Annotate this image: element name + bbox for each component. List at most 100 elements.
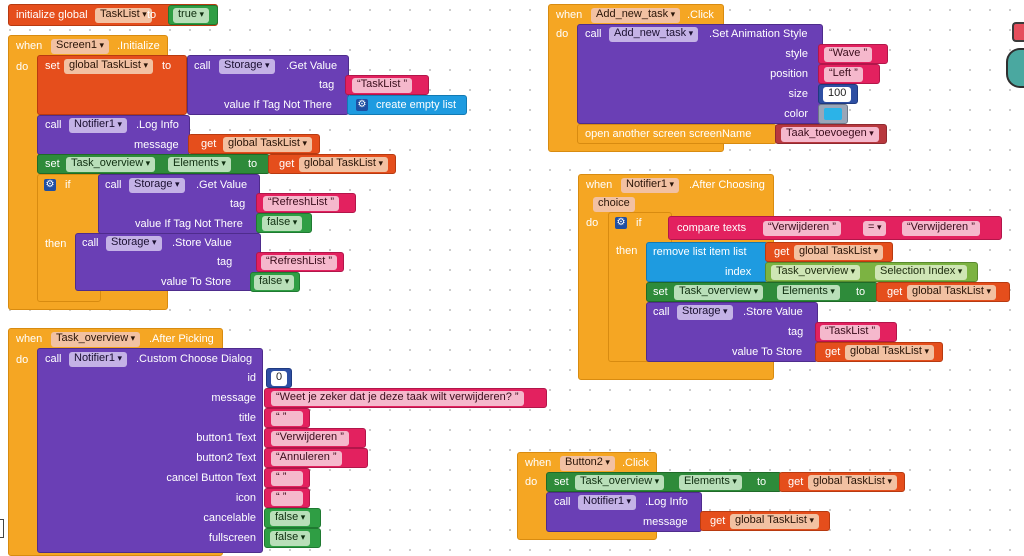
text-message-field[interactable]: Weet je zeker dat je deze taak wilt verw… xyxy=(271,391,524,406)
get-global-tasklist-block[interactable]: get global TaskList xyxy=(765,242,893,262)
global-name-field[interactable]: TaskList xyxy=(95,8,152,23)
compare-texts-block[interactable]: compare texts Verwijderen = Verwijderen xyxy=(668,216,1002,240)
text-title-field[interactable] xyxy=(271,411,303,426)
set-global-tasklist-block[interactable]: set global TaskList to xyxy=(37,55,187,115)
selection-index-property-field[interactable]: Selection Index xyxy=(875,265,968,280)
text-left-field[interactable]: Left xyxy=(824,67,863,82)
set-task-overview-elements-block[interactable]: set Task_overview Elements to xyxy=(646,282,878,302)
set-task-overview-elements-block[interactable]: set Task_overview Elements to xyxy=(546,472,782,492)
false-dropdown[interactable]: false xyxy=(262,216,303,231)
text-message-block[interactable]: Weet je zeker dat je deze taak wilt verw… xyxy=(264,388,547,408)
elements-property-field[interactable]: Elements xyxy=(679,475,742,490)
get-global-field[interactable]: global TaskList xyxy=(808,475,897,490)
get-global-field[interactable]: global TaskList xyxy=(730,514,819,529)
color-swatch[interactable] xyxy=(824,108,842,120)
text-button1-block[interactable]: Verwijderen xyxy=(264,428,366,448)
text-refreshlist-block[interactable]: RefreshList xyxy=(256,252,344,272)
add-new-task-target-field[interactable]: Add_new_task xyxy=(609,27,699,42)
get-global-tasklist-block[interactable]: get global TaskList xyxy=(268,154,396,174)
text-wave-block[interactable]: Wave xyxy=(818,44,888,64)
elements-property-field[interactable]: Elements xyxy=(777,285,840,300)
false-block[interactable]: false xyxy=(256,213,312,233)
button2-component-field[interactable]: Button2 xyxy=(560,456,615,471)
task-overview-field[interactable]: Task_overview xyxy=(771,265,861,280)
true-block[interactable]: true xyxy=(168,5,218,25)
get-global-field[interactable]: global TaskList xyxy=(845,345,934,360)
storage-component-field[interactable]: Storage xyxy=(129,178,185,193)
global-var-field[interactable]: global TaskList xyxy=(64,59,153,74)
task-overview-field[interactable]: Task_overview xyxy=(674,285,764,300)
open-another-screen-block[interactable]: open another screen screenName xyxy=(577,124,777,144)
gear-icon[interactable]: ⚙ xyxy=(356,99,368,111)
get-global-tasklist-block[interactable]: get global TaskList xyxy=(779,472,905,492)
custom-choose-dialog-block[interactable]: call Notifier1 .Custom Choose Dialog id … xyxy=(37,348,263,553)
false-block[interactable]: false xyxy=(250,272,300,292)
get-global-tasklist-block[interactable]: get global TaskList xyxy=(815,342,943,362)
text-tasklist-block[interactable]: TaskList xyxy=(345,75,429,95)
storage-get-value-condition-block[interactable]: call Storage .Get Value tag value If Tag… xyxy=(98,174,260,234)
set-animation-style-block[interactable]: call Add_new_task .Set Animation Style s… xyxy=(577,24,823,124)
get-global-tasklist-block[interactable]: get global TaskList xyxy=(188,134,320,154)
get-global-field[interactable]: global TaskList xyxy=(299,157,388,172)
storage-component-field[interactable]: Storage xyxy=(677,305,733,320)
text-wave-field[interactable]: Wave xyxy=(824,47,873,62)
text-refreshlist-block[interactable]: RefreshList xyxy=(256,193,356,213)
text-cancel-button-block[interactable] xyxy=(264,468,310,488)
screen1-component-field[interactable]: Screen1 xyxy=(51,39,110,54)
storage-store-value-block[interactable]: call Storage .Store Value tag value To S… xyxy=(646,302,818,362)
get-global-tasklist-block[interactable]: get global TaskList xyxy=(700,511,830,531)
create-empty-list-block[interactable]: ⚙ create empty list xyxy=(347,95,467,115)
gear-icon[interactable]: ⚙ xyxy=(44,179,56,191)
notifier-component-field[interactable]: Notifier1 xyxy=(69,118,127,133)
text-right-operand[interactable]: Verwijderen xyxy=(902,221,980,236)
text-refreshlist-field[interactable]: RefreshList xyxy=(261,255,338,270)
text-icon-block[interactable] xyxy=(264,488,310,508)
elements-property-field[interactable]: Elements xyxy=(168,157,231,172)
text-tasklist-field[interactable]: TaskList xyxy=(820,325,881,340)
get-global-field[interactable]: global TaskList xyxy=(794,245,883,260)
text-button2-block[interactable]: Annuleren xyxy=(264,448,368,468)
text-icon-field[interactable] xyxy=(271,491,303,506)
storage-get-value-block[interactable]: call Storage .Get Value tag value If Tag… xyxy=(187,55,349,115)
storage-component-field[interactable]: Storage xyxy=(219,59,275,74)
number-id-block[interactable]: 0 xyxy=(266,368,292,388)
gear-icon[interactable]: ⚙ xyxy=(615,217,627,229)
task-overview-component-field[interactable]: Task_overview xyxy=(51,332,141,347)
choice-parameter[interactable]: choice xyxy=(593,197,635,212)
notifier-log-info-block[interactable]: call Notifier1 .Log Info message xyxy=(546,492,702,532)
set-task-overview-elements-block[interactable]: set Task_overview Elements to xyxy=(37,154,270,174)
screen-name-field[interactable]: Taak_toevoegen xyxy=(781,127,879,142)
initialize-global-block[interactable]: initialize global TaskList to xyxy=(8,4,218,26)
task-overview-field[interactable]: Task_overview xyxy=(575,475,665,490)
text-left-operand[interactable]: Verwijderen xyxy=(763,221,841,236)
text-button1-field[interactable]: Verwijderen xyxy=(271,431,349,446)
color-block[interactable] xyxy=(818,104,848,124)
storage-store-value-block[interactable]: call Storage .Store Value tag value To S… xyxy=(75,233,261,291)
get-global-field[interactable]: global TaskList xyxy=(907,285,996,300)
text-tasklist-block[interactable]: TaskList xyxy=(815,322,897,342)
get-global-field[interactable]: global TaskList xyxy=(223,137,312,152)
text-refreshlist-field[interactable]: RefreshList xyxy=(263,196,340,211)
number-id-field[interactable]: 0 xyxy=(271,371,288,386)
text-tasklist-field[interactable]: TaskList xyxy=(352,78,413,93)
task-overview-selection-index-block[interactable]: Task_overview Selection Index xyxy=(765,262,978,282)
notifier-component-field[interactable]: Notifier1 xyxy=(578,495,636,510)
storage-component-field[interactable]: Storage xyxy=(106,236,162,251)
number-size-field[interactable]: 100 xyxy=(823,87,852,102)
text-title-block[interactable] xyxy=(264,408,310,428)
remove-list-item-block[interactable]: remove list item list index xyxy=(646,242,768,282)
notifier-component-field[interactable]: Notifier1 xyxy=(69,352,127,367)
notifier-component-field[interactable]: Notifier1 xyxy=(621,178,679,193)
false-block[interactable]: false xyxy=(264,508,321,528)
text-left-block[interactable]: Left xyxy=(818,64,880,84)
false-dropdown[interactable]: false xyxy=(270,531,311,546)
notifier-log-info-block[interactable]: call Notifier1 .Log Info message xyxy=(37,115,190,155)
get-global-tasklist-block[interactable]: get global TaskList xyxy=(876,282,1010,302)
number-size-block[interactable]: 100 xyxy=(818,84,858,104)
false-block[interactable]: false xyxy=(264,528,321,548)
false-dropdown[interactable]: false xyxy=(254,275,295,290)
text-button2-field[interactable]: Annuleren xyxy=(271,451,342,466)
true-dropdown[interactable]: true xyxy=(173,8,209,23)
trash-can-icon[interactable] xyxy=(1006,22,1024,92)
add-new-task-component-field[interactable]: Add_new_task xyxy=(591,8,681,23)
